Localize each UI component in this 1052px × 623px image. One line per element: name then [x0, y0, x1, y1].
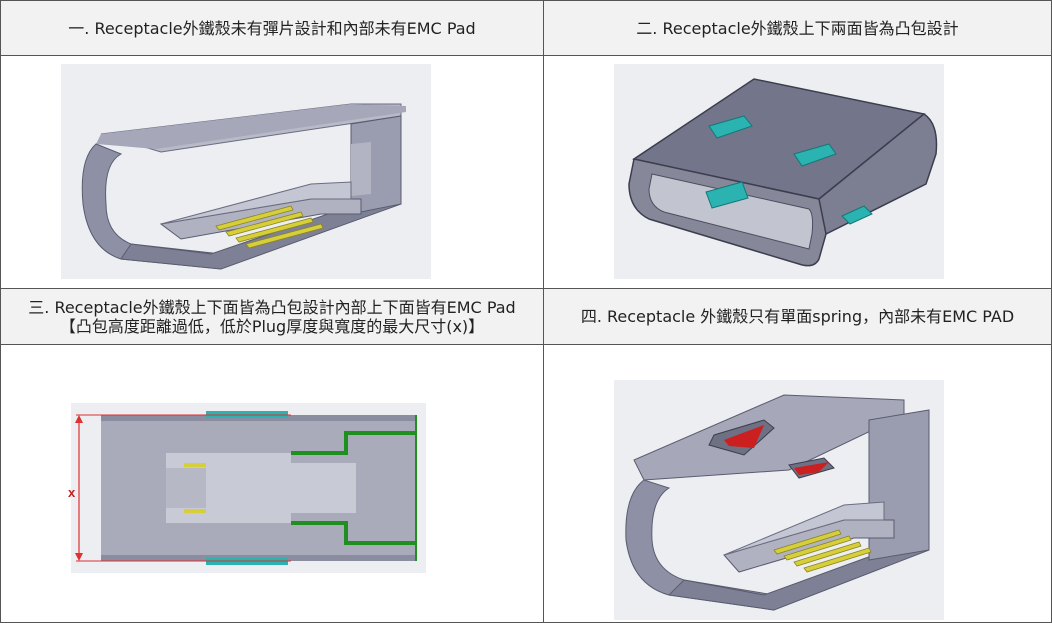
panel-2-receptacle-render [614, 64, 944, 279]
panel-2-image-cell [544, 56, 1051, 289]
panel-4-caption: 四. Receptacle 外鐵殼只有單面spring，內部未有EMC PAD [580, 307, 1015, 326]
panel-1-caption-cell: 一. Receptacle外鐵殼未有彈片設計和內部未有EMC Pad [1, 1, 544, 56]
panel-2-caption: 二. Receptacle外鐵殼上下兩面皆為凸包設計 [636, 18, 959, 38]
panel-1-receptacle-render [61, 64, 431, 279]
panel-3-caption: 三. Receptacle外鐵殼上下面皆為凸包設計內部上下面皆有EMC Pad … [28, 298, 515, 336]
panel-3-caption-line-2: 【凸包高度距離過低，低於Plug厚度與寬度的最大尺寸(x)】 [59, 316, 485, 336]
panel-4-receptacle-render [614, 380, 944, 620]
panel-3-cross-section-render: x [68, 403, 426, 573]
panel-1-image-cell [1, 56, 544, 289]
dimension-x-label: x [68, 485, 76, 500]
panel-2-caption-cell: 二. Receptacle外鐵殼上下兩面皆為凸包設計 [544, 1, 1051, 56]
panel-3-image-cell: x [1, 345, 544, 622]
panel-4-image-cell [544, 345, 1051, 622]
panel-1-caption: 一. Receptacle外鐵殼未有彈片設計和內部未有EMC Pad [68, 18, 476, 38]
panel-3-caption-line-1: 三. Receptacle外鐵殼上下面皆為凸包設計內部上下面皆有EMC Pad [28, 297, 516, 317]
panel-3-caption-cell: 三. Receptacle外鐵殼上下面皆為凸包設計內部上下面皆有EMC Pad … [1, 289, 544, 345]
panel-4-caption-cell: 四. Receptacle 外鐵殼只有單面spring，內部未有EMC PAD [544, 289, 1051, 345]
